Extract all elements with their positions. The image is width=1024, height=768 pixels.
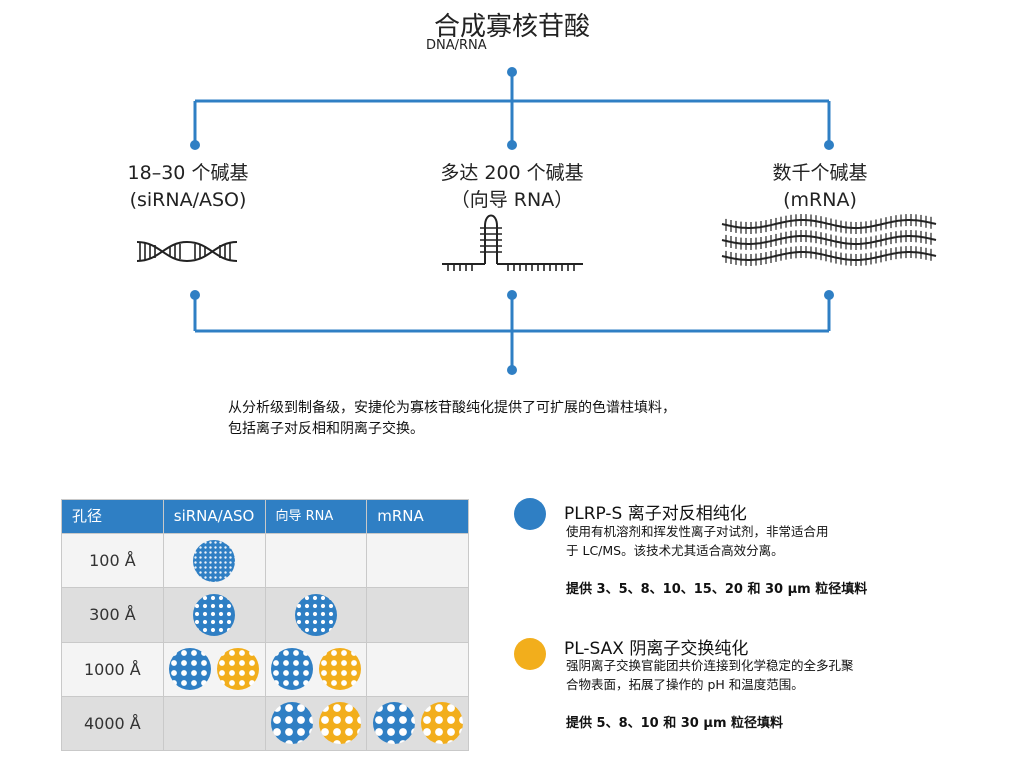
media-cell <box>162 587 266 643</box>
long-strand-icon <box>721 214 937 266</box>
pore-size-cell: 1000 Å <box>61 641 164 697</box>
blue-bead-icon <box>372 702 415 745</box>
legend-body-plrp-s: 使用有机溶剂和挥发性离子对试剂，非常适合用 于 LC/MS。该技术尤其适合高效分… <box>566 524 829 558</box>
blue-bead-icon <box>270 702 313 745</box>
node-dot-left-top <box>190 140 200 150</box>
branch-label-mrna: 数千个碱基 (mRNA) <box>772 162 868 211</box>
orange-bead-icon <box>318 702 361 745</box>
tree-diagram <box>136 67 937 375</box>
orange-bead-icon <box>217 648 260 691</box>
blue-bead-icon <box>169 648 212 691</box>
pore-size-cell: 4000 Å <box>61 695 164 752</box>
media-cell <box>264 695 368 752</box>
pore-size-cell: 100 Å <box>61 532 164 589</box>
media-cell <box>366 587 469 643</box>
double-helix-icon <box>136 240 238 263</box>
table-row: 4000 Å <box>61 695 469 752</box>
node-dot-right-top <box>824 140 834 150</box>
blue-bead-icon <box>193 593 236 636</box>
table-row: 300 Å <box>61 587 469 643</box>
page-title: 合成寡核苷酸 <box>433 12 590 42</box>
legend-dot-orange <box>514 638 546 670</box>
table-header-row: 孔径 siRNA/ASO 向导 RNA mRNA <box>61 499 469 534</box>
table-header-sirna: siRNA/ASO <box>162 499 266 534</box>
media-cell <box>366 695 469 752</box>
node-dot-mid-top <box>507 140 517 150</box>
node-dot-left-bottom <box>190 290 200 300</box>
media-cell <box>366 641 469 697</box>
media-cell <box>264 587 368 643</box>
legend-dot-blue <box>514 498 546 530</box>
legend-body-pl-sax: 强阴离子交换官能团共价连接到化学稳定的全多孔聚 合物表面，拓展了操作的 pH 和… <box>566 658 854 692</box>
description-text: 从分析级到制备级，安捷伦为寡核苷酸纯化提供了可扩展的色谱柱填料， 包括离子对反相… <box>228 400 676 437</box>
node-dot-mid-bottom <box>507 290 517 300</box>
blue-bead-icon <box>193 539 236 582</box>
table-row: 1000 Å <box>61 641 469 697</box>
branch-label-guide-rna: 多达 200 个碱基 （向导 RNA） <box>440 162 584 211</box>
media-cell <box>264 532 368 589</box>
pore-size-cell: 300 Å <box>61 587 164 643</box>
node-dot-bottom <box>507 365 517 375</box>
legend-title-plrp-s: PLRP-S 离子对反相纯化 <box>564 504 747 524</box>
blue-bead-icon <box>294 593 337 636</box>
table-header-mrna: mRNA <box>366 499 469 534</box>
page-subtitle: DNA/RNA <box>426 38 487 53</box>
media-cell <box>162 532 266 589</box>
media-cell <box>264 641 368 697</box>
legend-sizes-plrp-s: 提供 3、5、8、10、15、20 和 30 μm 粒径填料 <box>566 582 868 597</box>
orange-bead-icon <box>318 648 361 691</box>
blue-bead-icon <box>270 648 313 691</box>
legend-title-pl-sax: PL-SAX 阴离子交换纯化 <box>564 639 749 659</box>
node-dot-right-bottom <box>824 290 834 300</box>
legend-sizes-pl-sax: 提供 5、8、10 和 30 μm 粒径填料 <box>566 716 784 731</box>
media-cell <box>162 695 266 752</box>
table-header-pore: 孔径 <box>61 499 164 534</box>
hairpin-icon <box>442 214 583 271</box>
branch-label-sirna: 18–30 个碱基 (siRNA/ASO) <box>127 162 249 211</box>
media-cell <box>366 532 469 589</box>
media-cell <box>162 641 266 697</box>
orange-bead-icon <box>420 702 463 745</box>
table-row: 100 Å <box>61 532 469 589</box>
node-dot-top <box>507 67 517 77</box>
table-header-guide-rna: 向导 RNA <box>264 499 368 534</box>
